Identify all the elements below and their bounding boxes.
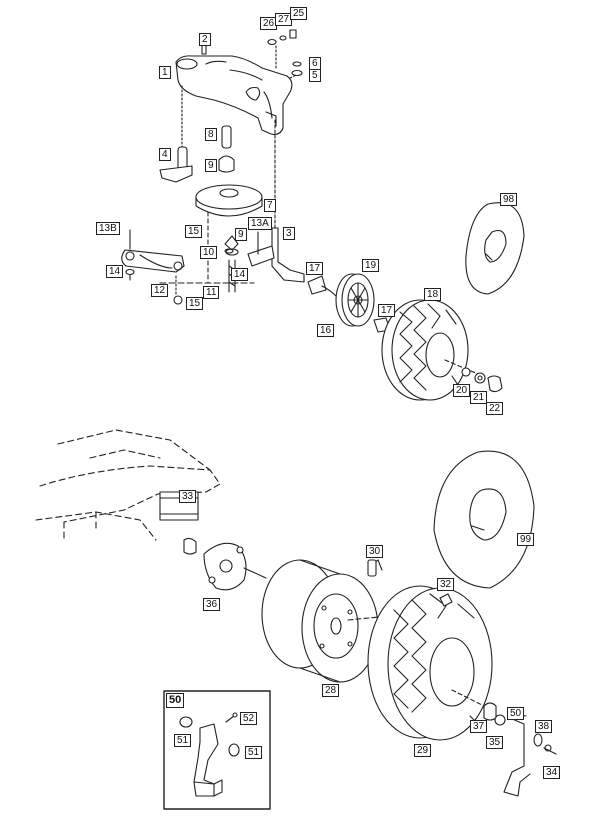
callout-13B: 13B (96, 222, 120, 235)
callout-2: 2 (199, 33, 211, 46)
hub-plate-drawing (159, 491, 267, 591)
inset-kit-label: 50 (166, 693, 185, 708)
small-tire-drawing (381, 299, 479, 401)
callout-51a: 51 (174, 734, 192, 747)
callout-15a: 15 (185, 225, 203, 238)
callout-18: 18 (424, 288, 442, 301)
callout-35: 35 (486, 736, 504, 749)
callout-5: 5 (309, 69, 321, 82)
callout-25: 25 (290, 7, 308, 20)
callout-11: 11 (203, 286, 220, 299)
caster-disc-drawing (195, 184, 263, 217)
callout-14a: 14 (106, 265, 124, 278)
large-axle-hardware-drawing (367, 559, 557, 797)
small-axle-hardware-drawing (461, 367, 503, 393)
callout-51b: 51 (245, 746, 263, 759)
callout-9a: 9 (205, 159, 217, 172)
callout-32: 32 (437, 578, 455, 591)
caster-fork-bracket-drawing (175, 55, 293, 135)
vehicle-frame-ghost-drawing (35, 429, 221, 541)
top-small-hardware-drawing (125, 29, 303, 276)
callout-19: 19 (362, 259, 380, 272)
callout-34: 34 (543, 766, 561, 779)
callout-9b: 9 (235, 228, 247, 241)
callout-21: 21 (470, 391, 488, 404)
callout-36: 36 (203, 598, 221, 611)
callout-4: 4 (159, 148, 171, 161)
inner-tube-small-drawing (465, 202, 525, 295)
callout-98: 98 (500, 193, 518, 206)
callout-14b: 14 (231, 268, 249, 281)
callout-17a: 17 (306, 262, 324, 275)
callout-99: 99 (517, 533, 535, 546)
callout-1: 1 (159, 66, 171, 79)
callout-52: 52 (240, 712, 258, 725)
hub-bushing-drawing (218, 125, 235, 173)
callout-7: 7 (264, 199, 276, 212)
callout-33: 33 (179, 490, 197, 503)
callout-38: 38 (535, 720, 553, 733)
callout-27: 27 (275, 13, 293, 26)
callout-8: 8 (205, 128, 217, 141)
callout-16: 16 (317, 324, 335, 337)
callout-50: 50 (507, 707, 525, 720)
large-tire-drawing (367, 585, 493, 741)
callout-13A: 13A (248, 217, 272, 230)
callout-3: 3 (283, 227, 295, 240)
inner-tube-large-drawing (433, 450, 535, 589)
callout-12: 12 (151, 284, 169, 297)
callout-15b: 15 (186, 297, 204, 310)
callout-22: 22 (486, 402, 504, 415)
callout-17b: 17 (378, 304, 396, 317)
callout-37: 37 (470, 720, 488, 733)
pivot-pin-drawing (159, 85, 193, 183)
callout-10: 10 (200, 246, 218, 259)
small-wheel-hub-drawing (307, 273, 391, 333)
callout-20: 20 (453, 384, 471, 397)
callout-30: 30 (366, 545, 384, 558)
callout-28: 28 (322, 684, 340, 697)
callout-29: 29 (414, 744, 432, 757)
kit-50-inset-drawing (163, 690, 271, 810)
large-rim-drawing (261, 559, 453, 683)
